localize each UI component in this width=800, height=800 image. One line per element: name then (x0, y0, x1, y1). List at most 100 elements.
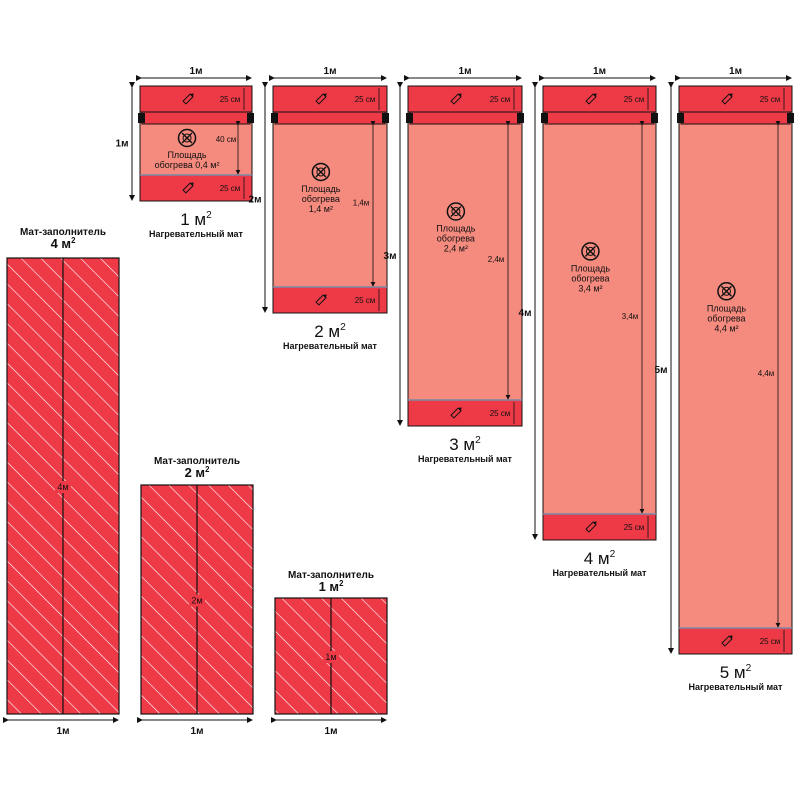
pencil-body (585, 93, 597, 105)
heat-area-line2: обогрева (302, 194, 340, 204)
width-label: 1м (324, 66, 337, 77)
filler-length-label: 4м (57, 482, 68, 492)
connector-left (541, 113, 548, 123)
pencil-body (721, 93, 733, 105)
band-bottom-label: 25 см (760, 637, 781, 646)
mat-connector-strip (274, 111, 386, 125)
pencil-body (721, 635, 733, 647)
inner-length-label: 40 см (216, 135, 237, 144)
band-top-label: 25 см (490, 95, 511, 104)
band-top-label: 25 см (760, 95, 781, 104)
length-label: 5м (655, 365, 668, 376)
mat-body (407, 85, 523, 427)
length-dimension: 5м (655, 82, 674, 654)
mat-connector-strip (141, 111, 251, 125)
pencil-tip (593, 521, 597, 525)
mat-connector-strip (680, 111, 791, 125)
filler-title: Мат-заполнитель (288, 570, 374, 581)
connector-right (787, 113, 794, 123)
pencil-tip (729, 635, 733, 639)
length-dimension: 1м (116, 82, 135, 201)
heat-area-value: 3,4 м² (578, 283, 602, 293)
sensor-cross (315, 166, 327, 178)
connector-left (677, 113, 684, 123)
filler-title: Мат-заполнитель (154, 456, 240, 467)
band-bottom-label: 25 см (220, 184, 241, 193)
connector-right (517, 113, 524, 123)
pencil-icon (721, 635, 733, 647)
pencil-body (450, 93, 462, 105)
width-dimension: 1м (269, 66, 387, 81)
band-bottom-label: 25 см (490, 409, 511, 418)
length-label-bg (323, 651, 339, 663)
pencil-tip (323, 93, 327, 97)
mat-connector-strip (544, 111, 655, 125)
mat-bottom-band (272, 286, 388, 314)
heat-area-line2: обогрева (571, 273, 609, 283)
pencil-tip (458, 93, 462, 97)
mat-top-band (407, 85, 523, 113)
mat-subtitle: Нагревательный мат (689, 682, 784, 692)
filler-title: Мат-заполнитель (20, 227, 106, 238)
sensor-cross (584, 245, 596, 257)
width-label: 1м (593, 66, 606, 77)
width-dimension: 1м (539, 66, 656, 81)
filler-area: 4 м2 (51, 236, 76, 251)
sensor-icon (446, 202, 466, 221)
inner-length-label: 3,4м (622, 312, 639, 321)
heat-area-title: Площадь (167, 150, 206, 160)
pencil-body (450, 407, 462, 419)
sensor-core (451, 207, 461, 216)
sensor-cross (181, 132, 193, 144)
connector-right (651, 113, 658, 123)
pencil-icon (182, 93, 194, 105)
sensor-ring (311, 162, 331, 182)
area-caption: 3 м2 (449, 435, 481, 454)
mat-bottom-band (407, 399, 523, 427)
pencil-tip (323, 294, 327, 298)
mat-subtitle: Нагревательный мат (283, 341, 378, 351)
mat-bottom-band (678, 627, 793, 655)
heat-area-title: Площадь (571, 263, 610, 273)
band-bottom-label: 25 см (355, 296, 376, 305)
area-caption: 4 м2 (584, 549, 616, 568)
filler-length-label: 1м (325, 652, 336, 662)
sensor-ring (177, 128, 197, 148)
band-top-label: 25 см (220, 95, 241, 104)
band-bottom-label: 25 см (624, 523, 645, 532)
mat-subtitle: Нагревательный мат (149, 229, 244, 239)
connector-left (271, 113, 278, 123)
length-label-bg (189, 594, 205, 607)
sensor-core (182, 133, 192, 143)
mat-body (542, 85, 657, 541)
filler-width-label: 1м (191, 726, 204, 737)
area-caption: 1 м2 (180, 210, 212, 229)
pencil-icon (585, 521, 597, 533)
pencil-body (315, 93, 327, 105)
heat-area-value: 2,4 м² (444, 244, 468, 254)
filler-area: 2 м2 (185, 465, 210, 480)
mat-body (678, 85, 793, 655)
heat-area-value: 1,4 м² (309, 204, 333, 214)
width-dimension: 1м (675, 66, 792, 81)
inner-length-label: 4,4м (758, 369, 775, 378)
band-top-label: 25 см (355, 95, 376, 104)
heat-area-value: 4,4 м² (714, 323, 738, 333)
pencil-icon (315, 294, 327, 306)
pencil-icon (721, 93, 733, 105)
sensor-core (721, 286, 731, 296)
connector-left (138, 113, 145, 123)
sensor-icon (717, 282, 736, 301)
pencil-tip (729, 93, 733, 97)
pencil-icon (450, 407, 462, 419)
inner-length-label: 2,4м (488, 255, 505, 264)
length-dimension: 2м (249, 82, 268, 313)
area-caption: 5 м2 (720, 663, 752, 682)
